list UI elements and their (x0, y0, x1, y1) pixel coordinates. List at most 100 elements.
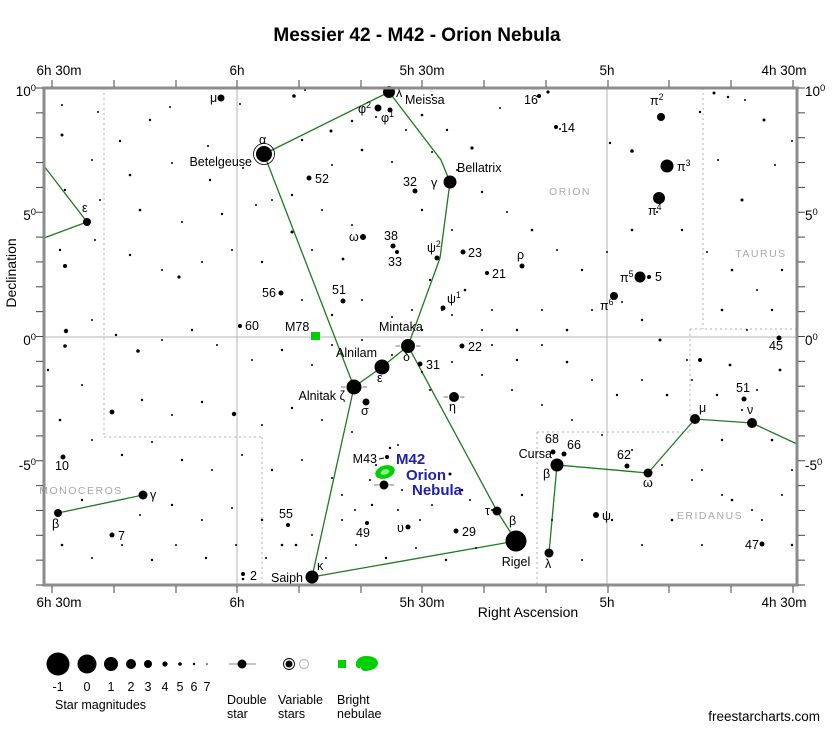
field-star (680, 228, 684, 232)
field-star (384, 556, 388, 560)
star-pi2 (657, 113, 665, 121)
field-star (621, 301, 623, 303)
star-label: ψ1 (447, 290, 461, 306)
field-star (235, 544, 237, 546)
star-label: 33 (388, 255, 402, 269)
field-star (726, 95, 730, 99)
star-rho-ori (519, 263, 525, 269)
star-label: 23 (468, 246, 482, 260)
star-label: τ (485, 504, 490, 518)
constellation-name: ERIDANUS (677, 510, 743, 522)
field-star (397, 444, 399, 446)
ra-axis-label: 4h 30m (761, 595, 806, 610)
field-star (658, 338, 662, 342)
star-star-22 (459, 343, 465, 349)
field-star (631, 449, 633, 451)
field-star (608, 141, 612, 145)
field-star (190, 328, 194, 332)
star-saiph (305, 570, 319, 584)
m42-nebula-core (380, 469, 390, 475)
m43-pointer (378, 457, 385, 460)
field-star (565, 328, 569, 332)
field-star (581, 559, 583, 561)
star-name-label: Meissa (405, 93, 445, 107)
field-star (456, 169, 458, 171)
field-star (610, 518, 614, 522)
field-star (375, 464, 377, 466)
field-star (712, 91, 716, 95)
star-name-label: Alnilam (336, 346, 377, 360)
field-star (177, 275, 181, 279)
star-label: π5 (620, 269, 634, 285)
dec-axis-label: 00 (23, 332, 36, 348)
field-star (746, 329, 748, 331)
field-star (571, 419, 573, 421)
field-star (546, 90, 550, 94)
watermark-link[interactable]: freestarcharts.com (708, 709, 820, 724)
field-star (460, 488, 464, 492)
field-star (169, 106, 171, 108)
field-star (94, 239, 96, 241)
field-star (429, 389, 431, 391)
field-star (63, 264, 67, 268)
field-star (290, 193, 294, 197)
field-star (463, 288, 467, 292)
field-star (114, 333, 118, 337)
legend-variable-open (298, 658, 310, 670)
star-star-52 (306, 175, 312, 181)
star-label: ψ (602, 509, 611, 523)
field-star (419, 519, 421, 521)
ra-axis-label: 5h 30m (399, 595, 444, 610)
field-star (448, 472, 452, 476)
star-star-14 (554, 125, 558, 129)
field-star (469, 499, 471, 501)
field-star (790, 543, 794, 547)
field-star (541, 344, 543, 346)
legend-caption-variable-2: stars (278, 707, 305, 721)
star-alnitak (346, 379, 362, 395)
constellation-line (311, 540, 517, 578)
field-star (211, 469, 213, 471)
field-star (360, 148, 364, 152)
dec-axis-label: -50 (19, 457, 36, 473)
field-star (58, 418, 62, 422)
constellation-line (407, 181, 451, 347)
field-star (255, 204, 257, 206)
star-label: λ (396, 86, 403, 100)
star-sigma-ori (362, 398, 370, 406)
star-label: η (449, 400, 456, 414)
field-star (91, 319, 93, 321)
star-star-23 (460, 249, 466, 255)
legend-magnitude-value: 2 (128, 680, 135, 694)
field-star (397, 509, 399, 511)
star-label: 32 (403, 175, 417, 189)
field-star (60, 543, 64, 547)
legend-magnitude-value: -1 (52, 680, 63, 694)
star-star-10-mon (60, 454, 66, 460)
star-star-33 (395, 250, 399, 254)
legend-magnitude-value: 1 (108, 680, 115, 694)
star-name-label: M78 (285, 320, 309, 334)
field-star (138, 208, 142, 212)
field-star (721, 494, 723, 496)
field-star (329, 129, 333, 133)
field-star (171, 414, 173, 416)
constellation-name: TAURUS (735, 248, 786, 260)
legend-caption-magnitudes: Star magnitudes (55, 698, 146, 712)
star-star-56 (278, 290, 284, 296)
star-label: φ1 (381, 109, 394, 125)
field-star (109, 409, 115, 415)
star-beta-mon (54, 509, 62, 517)
field-star (656, 211, 658, 213)
field-star (774, 164, 776, 166)
field-star (541, 404, 543, 406)
field-star (220, 212, 224, 216)
constellation-line (263, 91, 390, 155)
field-star (161, 339, 163, 341)
field-star (58, 248, 62, 252)
ra-axis-label: 5h 30m (399, 63, 444, 78)
field-star (780, 268, 784, 272)
star-label: μ (699, 401, 706, 415)
field-star (730, 498, 734, 502)
field-star (294, 543, 298, 547)
